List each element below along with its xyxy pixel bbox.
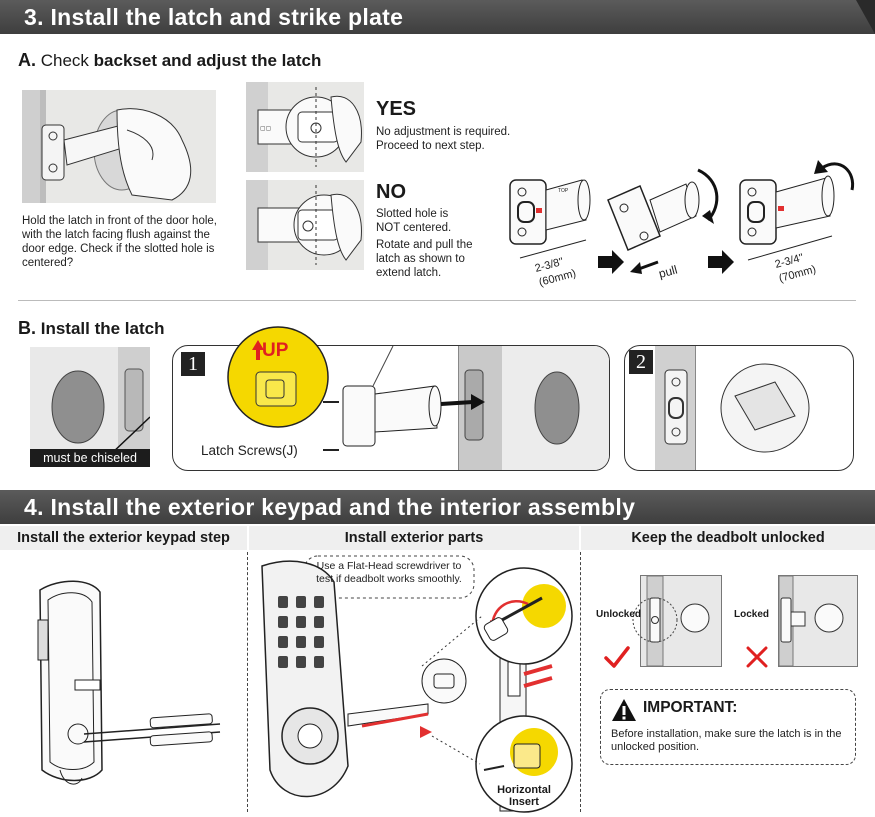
unlocked-label: Unlocked — [596, 609, 642, 620]
section4-header: 4. Install the exterior keypad and the i… — [0, 490, 875, 524]
column-divider-1 — [247, 552, 248, 812]
yes-text-1: No adjustment is required. — [376, 126, 511, 138]
up-callout — [227, 326, 329, 428]
section3-header: 3. Install the latch and strike plate — [0, 0, 875, 34]
no-text-1: Slotted hole is — [376, 208, 449, 220]
header-corner-triangle — [856, 0, 875, 34]
part-b-heading: B. Install the latch — [18, 318, 165, 338]
part-a-instruction: Hold the latch in front of the door hole… — [22, 215, 217, 269]
exterior-keypad-illustration — [37, 580, 221, 785]
no-label: NO — [376, 181, 406, 203]
yes-text-2: Proceed to next step. — [376, 140, 485, 152]
step2-illustration — [664, 363, 810, 453]
cross-icon — [746, 646, 768, 668]
door-edge-illustration — [30, 347, 150, 467]
pull-label: pull — [657, 263, 679, 281]
check-icon — [604, 646, 630, 668]
yes-latch-illustration: ▢▢ — [246, 82, 364, 172]
part-a-heading: A. Check backset and adjust the latch — [18, 50, 322, 70]
important-title: IMPORTANT: — [643, 699, 738, 716]
chisel-label: must be chiseled — [30, 449, 150, 467]
no-text-3: Rotate and pull the — [376, 239, 473, 251]
arrow-right-icon — [708, 250, 734, 274]
svg-text:▢▢: ▢▢ — [260, 126, 271, 132]
col1-heading: Install the exterior keypad step — [0, 526, 247, 550]
no-text-5: extend latch. — [376, 267, 442, 279]
top-mark-1: TOP — [558, 188, 569, 194]
arrow-right-icon — [598, 250, 624, 274]
screwdriver-tip: Use a Flat-Head screwdriver to test if d… — [316, 560, 462, 585]
section3-title: 3. Install the latch and strike plate — [24, 4, 404, 30]
exterior-parts-illustration — [261, 555, 573, 813]
locked-panel — [778, 575, 858, 667]
step2-panel: 2 — [624, 345, 854, 471]
no-latch-illustration — [246, 180, 364, 270]
latch-adjust-sequence: TOP 2-3/8" (60mm) pull 2-3/4" (70mm) — [509, 160, 855, 289]
latch-hand-illustration — [22, 90, 216, 203]
section-divider — [18, 300, 856, 301]
column-divider-2 — [580, 552, 581, 812]
horizontal-insert-label: Horizontal Insert — [497, 784, 551, 808]
step2-number: 2 — [629, 350, 653, 374]
important-note: IMPORTANT: Before installation, make sur… — [600, 689, 856, 765]
step1-number: 1 — [181, 352, 205, 376]
yes-label: YES — [376, 98, 417, 120]
section4-title: 4. Install the exterior keypad and the i… — [24, 494, 636, 520]
col2-heading: Install exterior parts — [249, 526, 579, 550]
col3-heading: Keep the deadbolt unlocked — [581, 526, 875, 550]
unlocked-panel — [632, 575, 722, 667]
up-label: UP — [262, 340, 289, 361]
up-arrow-icon — [252, 340, 264, 360]
warning-icon — [612, 699, 636, 721]
important-text: Before installation, make sure the latch… — [611, 728, 842, 753]
locked-label: Locked — [734, 609, 770, 620]
step1-illustration — [323, 346, 580, 451]
latch-screws-label: Latch Screws(J) — [201, 443, 298, 458]
rotate-arrow-icon — [821, 162, 855, 191]
no-text-2: NOT centered. — [376, 222, 452, 234]
no-text-4: latch as shown to — [376, 253, 465, 265]
